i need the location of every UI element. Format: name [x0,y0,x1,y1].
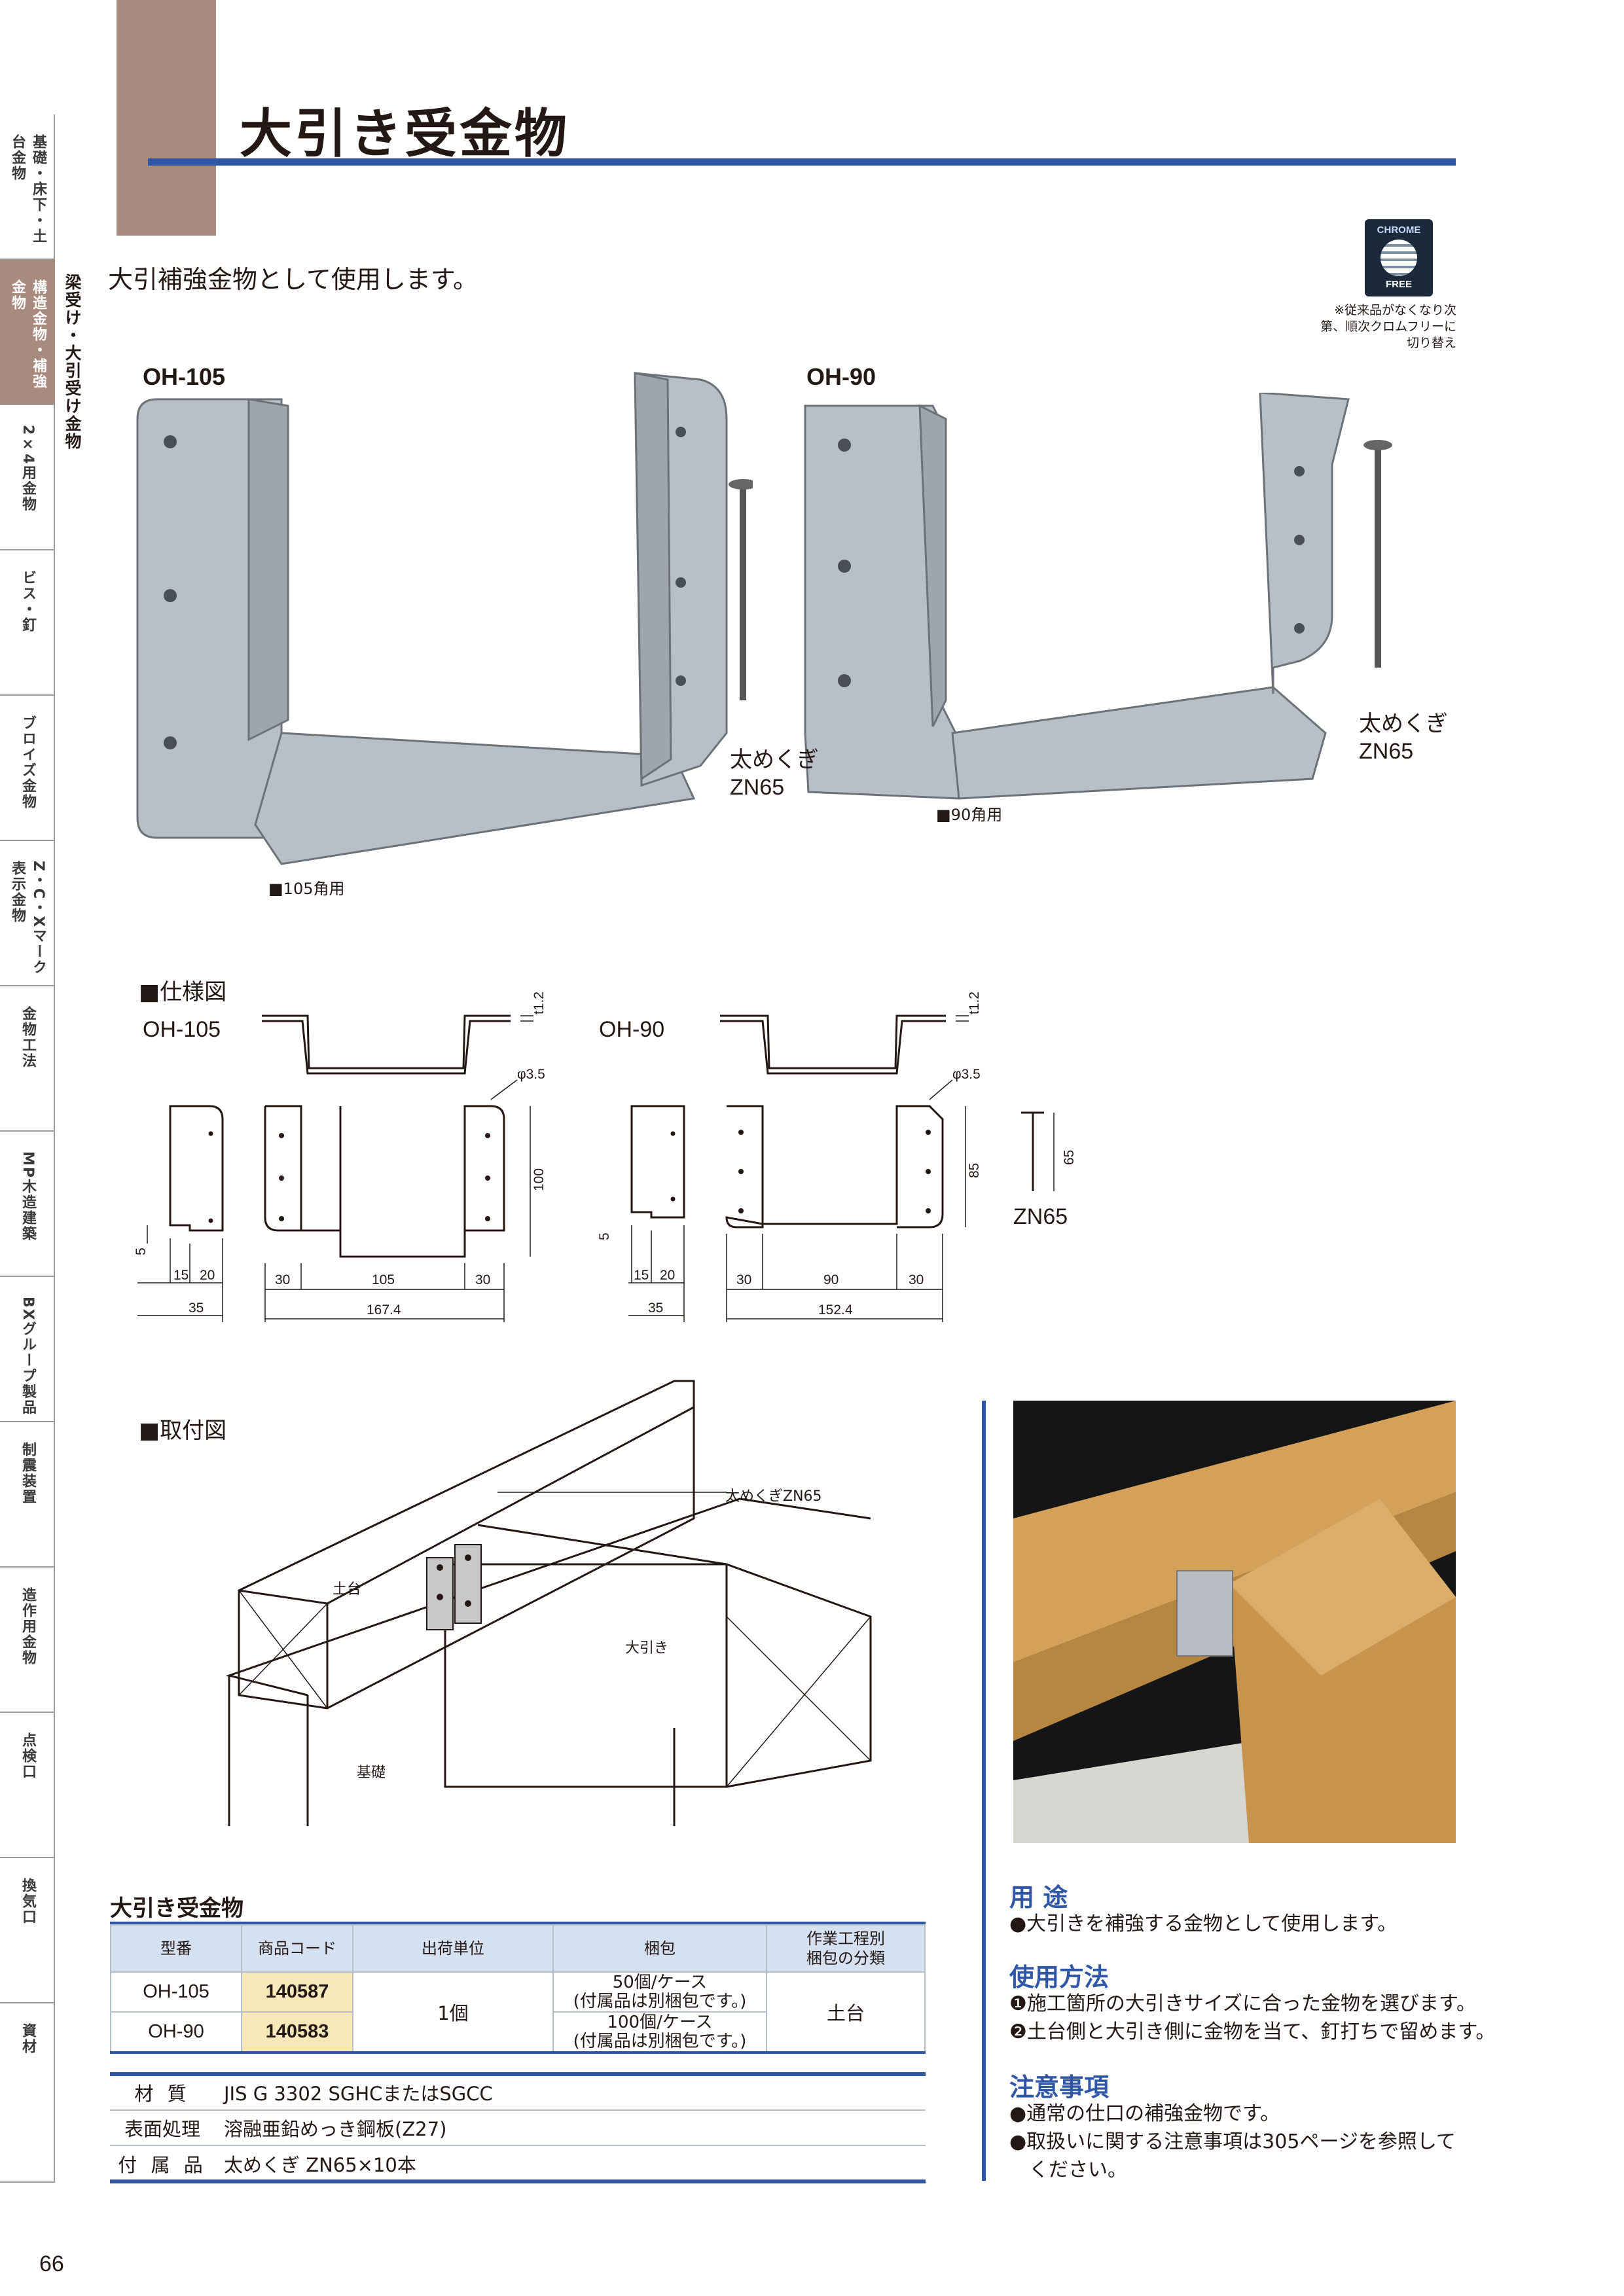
title-accent-block [117,0,216,236]
dim-oh90-phi: φ3.5 [952,1067,981,1082]
cell-category: 土台 [766,1971,926,2053]
side-tab-hardware-method[interactable]: 金物工法 [0,986,55,1132]
dim-oh105-5: 5 [134,1247,149,1255]
product-photo-oh90 [804,393,1392,800]
side-tab-mp-wood[interactable]: MP木造建築 [0,1132,55,1277]
dim-oh105-20: 20 [200,1268,215,1283]
dim-oh105-30a: 30 [275,1272,290,1287]
product-table-title: 大引き受金物 [110,1895,244,1922]
table-top-rule [110,1922,926,1926]
product-photo-oh105 [136,372,753,865]
dim-oh105-105: 105 [372,1272,395,1287]
dim-oh105-15: 15 [173,1268,189,1283]
page-number: 66 [39,2251,64,2276]
product-table: 型番 商品コード 出荷単位 梱包 作業工程別梱包の分類 OH-105 14058… [110,1924,926,2053]
dim-nail-len: 65 [1062,1150,1077,1165]
caution-line-3: ください。 [1029,2159,1127,2181]
product-name-oh105: OH-105 [143,363,226,390]
side-tab-inspection[interactable]: 点検口 [0,1713,55,1858]
side-tab-vent[interactable]: 換気口 [0,1858,55,2003]
globe-icon [1380,240,1417,276]
spec-label-oh90: OH-90 [599,1017,665,1042]
dim-oh105-total: 167.4 [367,1302,401,1318]
spec-drawing: t1.2 5 15 20 35 φ3.5 100 30 105 30 167.4… [134,992,1077,1322]
side-tab-broiz[interactable]: ブロイズ金物 [0,696,55,841]
side-tab-foundation[interactable]: 基礎・床下・土台金物 [0,115,55,260]
dim-oh90-15: 15 [634,1268,649,1283]
method-heading: 使用方法 [1009,1963,1110,1992]
install-photo [1013,1401,1456,1843]
dim-oh105-30b: 30 [475,1272,490,1287]
side-tab-zcx-mark[interactable]: Z・C・Xマーク表示金物 [0,841,55,986]
side-tab-2x4[interactable]: 2×4用金物 [0,405,55,550]
dim-oh105-phi: φ3.5 [517,1067,545,1082]
dim-oh90-5: 5 [597,1232,612,1240]
side-tabs: 基礎・床下・土台金物 構造金物・補強金物 2×4用金物 ビス・釘 ブロイズ金物 … [0,115,55,2183]
side-tab-materials[interactable]: 資材 [0,2003,55,2183]
dim-oh90-20: 20 [660,1268,675,1283]
spec-row-accessory: 付 属 品太めくぎ ZN65×10本 [118,2153,416,2176]
cell-unit: 1個 [352,1971,554,2053]
spec-top-rule [110,2072,926,2076]
table-bottom-rule [110,2051,926,2054]
sub-category-label: 梁受け・大引受け金物 [63,274,82,450]
install-heading: ■取付図 [139,1418,227,1444]
spec-row-finish: 表面処理溶融亜鉛めっき鋼板(Z27) [110,2110,926,2146]
caution-line-2: ●取扱いに関する注意事項は305ページを参照して [1009,2130,1456,2153]
title-rule [148,158,1456,166]
dim-oh90-30b: 30 [909,1272,924,1287]
caution-heading: 注意事項 [1009,2073,1110,2102]
th-category: 作業工程別梱包の分類 [766,1924,926,1973]
side-tab-structural[interactable]: 構造金物・補強金物 [0,260,55,405]
nail-label-oh105: 太めくぎ ZN65 [730,747,819,800]
dim-oh90-t: t1.2 [967,992,982,1014]
usage-text: ●大引きを補強する金物として使用します。 [1009,1912,1398,1935]
side-tab-fixture[interactable]: 造作用金物 [0,1568,55,1713]
usage-heading: 用 途 [1009,1883,1068,1912]
product-name-oh90: OH-90 [806,363,876,390]
install-foundation-label: 基礎 [357,1765,386,1781]
spec-label-oh105: OH-105 [143,1017,221,1042]
dim-oh90-35: 35 [648,1300,663,1316]
method-step-2: ❷土台側と大引き側に金物を当て、釘打ちで留めます。 [1009,2020,1496,2043]
th-pack: 梱包 [552,1924,767,1973]
badge-note: ※従来品がなくなり次第、順次クロムフリーに切り替え [1320,303,1456,350]
install-nail-label: 太めくぎZN65 [725,1488,822,1505]
dim-oh105-h: 100 [532,1168,547,1191]
spec-nail-label: ZN65 [1013,1204,1068,1229]
dim-oh90-30a: 30 [736,1272,751,1287]
column-rule [982,1401,986,2181]
spec-bottom-rule [110,2179,926,2183]
table-row: OH-105 140587 1個 50個/ケース(付属品は別梱包です。) 土台 [110,1971,926,2053]
intro-text: 大引補強金物として使用します。 [108,265,478,294]
caption-oh90: ■90角用 [936,806,1003,824]
side-tab-screws-nails[interactable]: ビス・釘 [0,550,55,696]
install-sill-label: 土台 [333,1581,362,1598]
chrome-free-badge: CHROME FREE [1365,219,1433,296]
th-model: 型番 [110,1924,242,1973]
install-diagram [225,1380,872,1826]
dim-oh90-h: 85 [967,1163,982,1178]
caption-oh105: ■105角用 [268,880,345,898]
install-beam-label: 大引き [625,1640,669,1657]
spec-drawing-heading: ■仕様図 [139,979,227,1005]
page-title: 大引き受金物 [240,103,569,164]
caution-line-1: ●通常の仕口の補強金物です。 [1009,2102,1280,2125]
th-code: 商品コード [241,1924,353,1973]
method-step-1: ❶施工箇所の大引きサイズに合った金物を選びます。 [1009,1992,1476,2015]
side-tab-bx-group[interactable]: BXグループ製品 [0,1277,55,1422]
dim-oh90-90: 90 [823,1272,839,1287]
dim-oh90-total: 152.4 [818,1302,853,1318]
dim-oh105-35: 35 [189,1300,204,1316]
th-unit: 出荷単位 [352,1924,554,1973]
nail-label-oh90: 太めくぎ ZN65 [1359,711,1448,764]
side-tab-damper[interactable]: 制震装置 [0,1422,55,1568]
dim-oh105-t: t1.2 [532,992,547,1014]
